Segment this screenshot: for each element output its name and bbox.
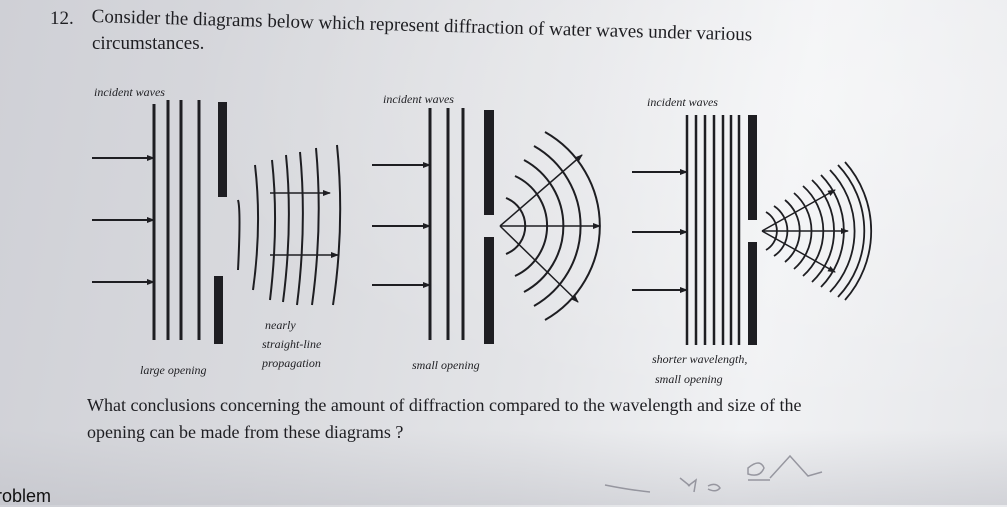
right-wavelength-label: shorter wavelength, bbox=[652, 352, 748, 366]
left-transmitted-wave bbox=[311, 147, 320, 306]
left-barrier-bottom bbox=[214, 276, 223, 344]
cropped-footer-text: roblem bbox=[0, 486, 52, 506]
left-transmitted-wave bbox=[296, 151, 304, 306]
middle-barrier-top bbox=[484, 110, 494, 215]
middle-barrier-bottom bbox=[484, 237, 494, 344]
question-number: 12. bbox=[50, 8, 74, 29]
right-incident-label: incident waves bbox=[647, 95, 718, 109]
right-diffracted-arrow bbox=[761, 189, 836, 232]
prompt-line2: opening can be made from these diagrams … bbox=[87, 422, 404, 442]
middle-diffracted-arrow bbox=[499, 154, 583, 227]
right-barrier-bottom bbox=[748, 242, 757, 345]
middle-diffracted-arrow bbox=[499, 225, 579, 303]
left-diagram bbox=[92, 100, 342, 344]
right-circular-wave bbox=[844, 161, 873, 301]
nearly-label: nearly bbox=[265, 318, 296, 332]
right-circular-wave bbox=[829, 169, 856, 293]
left-incident-label: incident waves bbox=[94, 85, 165, 99]
pencil-stroke bbox=[747, 462, 765, 476]
pencil-stroke bbox=[707, 483, 721, 492]
right-diagram bbox=[632, 115, 873, 345]
left-opening-label: large opening bbox=[140, 363, 207, 377]
left-transmitted-wave bbox=[332, 144, 342, 306]
pencil-stroke bbox=[679, 477, 698, 493]
right-opening-label: small opening bbox=[655, 372, 723, 386]
left-transmitted-wave bbox=[252, 164, 260, 291]
left-barrier-top bbox=[218, 102, 227, 197]
right-barrier-top bbox=[748, 115, 757, 220]
pencil-stroke bbox=[769, 454, 823, 479]
question-text-line2: circumstances. bbox=[92, 33, 205, 54]
prompt-line1: What conclusions concerning the amount o… bbox=[87, 395, 802, 415]
middle-diagram bbox=[372, 108, 601, 344]
left-transmitted-wave bbox=[282, 154, 290, 303]
straight-line-label: straight-line bbox=[262, 337, 322, 351]
left-transmitted-wave bbox=[237, 199, 241, 271]
left-transmitted-wave bbox=[269, 159, 277, 301]
right-diffracted-arrow bbox=[761, 230, 836, 273]
middle-incident-label: incident waves bbox=[383, 92, 454, 106]
handwritten-marks bbox=[604, 454, 823, 493]
pencil-stroke bbox=[604, 484, 651, 493]
right-circular-wave bbox=[837, 164, 866, 298]
middle-opening-label: small opening bbox=[412, 358, 480, 372]
propagation-label: propagation bbox=[262, 356, 321, 370]
